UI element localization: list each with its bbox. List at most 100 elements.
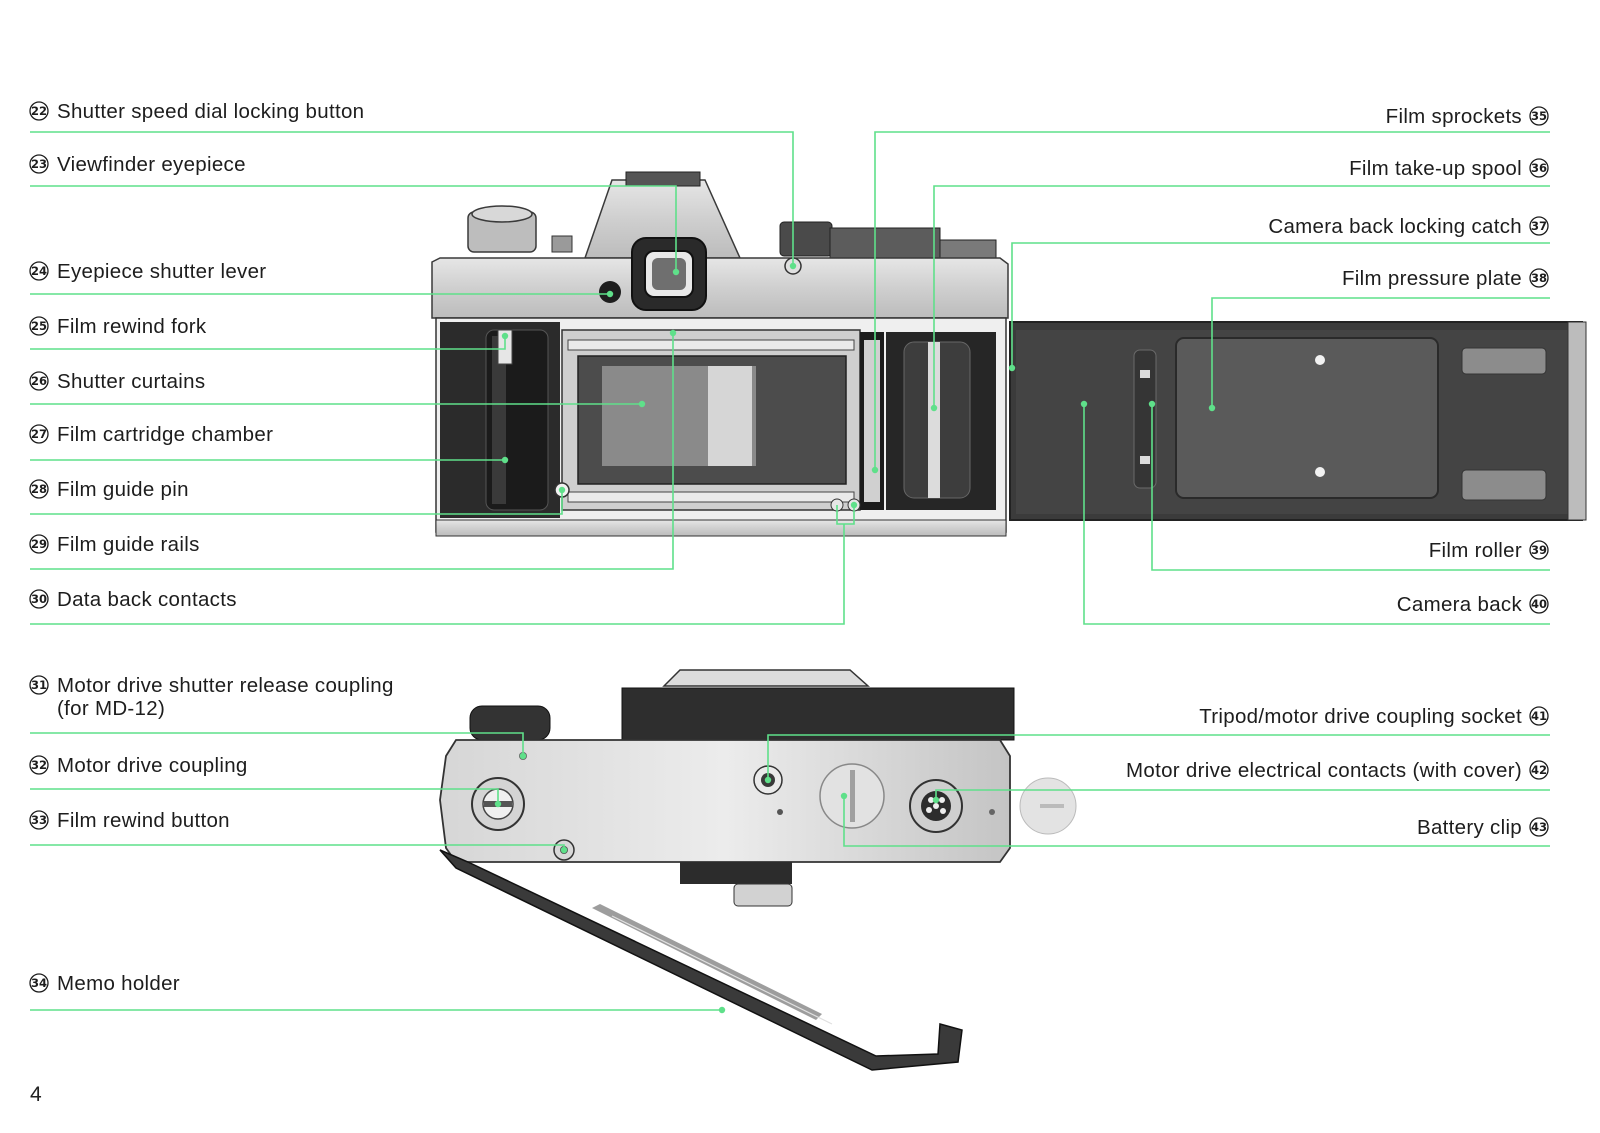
leader-dot-27 xyxy=(501,456,509,464)
camera-rear-view xyxy=(431,171,1009,537)
callout-number-36: 36 xyxy=(1531,161,1547,175)
callout-labels: 22 Shutter speed dial locking button 23 Vie… xyxy=(29,100,1549,995)
callout-number-ring-23 xyxy=(29,154,49,174)
callout-label-34: Memo holder xyxy=(57,972,180,995)
callout-number-41: 41 xyxy=(1531,709,1547,723)
leader-dot-32 xyxy=(494,800,502,808)
callout-label-28: Film guide pin xyxy=(57,478,189,501)
leader-line-37 xyxy=(1011,242,1550,368)
callout-number-ring-29 xyxy=(29,534,49,554)
callout-label-31: Motor drive shutter release coupling xyxy=(57,674,394,697)
leader-dot-34 xyxy=(718,1006,726,1014)
callout-number-35: 35 xyxy=(1531,109,1547,123)
leader-line-42 xyxy=(935,789,1550,800)
leader-line-28 xyxy=(30,490,563,515)
callout-number-ring-25 xyxy=(29,316,49,336)
callout-number-ring-32 xyxy=(29,755,49,775)
callout-label-39: Film roller xyxy=(1429,539,1522,562)
callout-number-ring-39 xyxy=(1529,540,1549,560)
leader-dot-25 xyxy=(501,332,509,340)
callout-number-ring-27 xyxy=(29,424,49,444)
leader-dot-39 xyxy=(1148,400,1156,408)
leader-line-36 xyxy=(933,185,1550,408)
leader-dot-26 xyxy=(638,400,646,408)
leader-dot-37 xyxy=(1008,364,1016,372)
leader-line-39 xyxy=(1151,404,1550,571)
callout-number-28: 28 xyxy=(31,482,47,496)
callout-number-ring-38 xyxy=(1529,268,1549,288)
callout-label-38: Film pressure plate xyxy=(1342,267,1522,290)
callout-number-24: 24 xyxy=(31,264,47,278)
callout-label-29: Film guide rails xyxy=(57,533,200,556)
callout-number-ring-30 xyxy=(29,589,49,609)
callout-number-ring-43 xyxy=(1529,817,1549,837)
callout-label-32: Motor drive coupling xyxy=(57,754,248,777)
callout-number-ring-24 xyxy=(29,261,49,281)
leader-dot-40 xyxy=(1080,400,1088,408)
leader-line-35 xyxy=(874,131,1550,470)
callout-label-41: Tripod/motor drive coupling socket xyxy=(1199,705,1522,728)
callout-label-36: Film take-up spool xyxy=(1349,157,1522,180)
callout-number-30: 30 xyxy=(31,592,47,606)
callout-number-39: 39 xyxy=(1531,543,1547,557)
page-number: 4 xyxy=(30,1083,42,1106)
callout-number-33: 33 xyxy=(31,813,47,827)
leader-dot-24 xyxy=(606,290,614,298)
callout-number-26: 26 xyxy=(31,374,47,388)
callout-label-37: Camera back locking catch xyxy=(1268,215,1522,238)
leader-lines xyxy=(30,131,1550,1014)
callout-label-42: Motor drive electrical contacts (with co… xyxy=(1126,759,1522,782)
leader-line-23 xyxy=(30,185,677,272)
leader-dot-38 xyxy=(1208,404,1216,412)
leader-dot-41 xyxy=(764,776,772,784)
leader-line-29 xyxy=(30,333,674,570)
callout-number-ring-34 xyxy=(29,973,49,993)
callout-label-23: Viewfinder eyepiece xyxy=(57,153,246,176)
callout-number-ring-41 xyxy=(1529,706,1549,726)
leader-dot-30 xyxy=(850,501,858,509)
callout-number-ring-28 xyxy=(29,479,49,499)
leader-line-25 xyxy=(30,336,506,350)
callout-label-35: Film sprockets xyxy=(1386,105,1522,128)
callout-number-ring-42 xyxy=(1529,760,1549,780)
callout-number-31: 31 xyxy=(31,678,47,692)
callout-number-22: 22 xyxy=(31,104,47,118)
callout-label-33: Film rewind button xyxy=(57,809,230,832)
callout-label-43: Battery clip xyxy=(1417,816,1522,839)
callout-label-40: Camera back xyxy=(1397,593,1523,616)
callout-number-29: 29 xyxy=(31,537,47,551)
leader-dot-29 xyxy=(669,329,677,337)
callout-label-31-line2: (for MD-12) xyxy=(57,697,165,720)
callout-number-32: 32 xyxy=(31,758,47,772)
callout-label-26: Shutter curtains xyxy=(57,370,205,393)
callout-number-ring-35 xyxy=(1529,106,1549,126)
callout-number-43: 43 xyxy=(1531,820,1547,834)
callout-number-40: 40 xyxy=(1531,597,1547,611)
callout-number-ring-22 xyxy=(29,101,49,121)
callout-label-22: Shutter speed dial locking button xyxy=(57,100,364,123)
leader-line-32 xyxy=(30,788,499,804)
leader-dot-43 xyxy=(840,792,848,800)
callout-number-ring-31 xyxy=(29,675,49,695)
callout-label-24: Eyepiece shutter lever xyxy=(57,260,266,283)
leader-line-41 xyxy=(767,734,1550,780)
leader-dot-36 xyxy=(930,404,938,412)
leader-line-31 xyxy=(30,732,524,756)
callout-number-37: 37 xyxy=(1531,219,1547,233)
callout-number-27: 27 xyxy=(31,427,47,441)
leader-line-43 xyxy=(843,796,1550,847)
leader-line-40 xyxy=(1083,404,1550,625)
callout-label-30: Data back contacts xyxy=(57,588,237,611)
callout-number-38: 38 xyxy=(1531,271,1547,285)
leader-line-22 xyxy=(30,131,794,266)
leader-line-38 xyxy=(1211,297,1550,408)
camera-back-door xyxy=(1009,321,1587,521)
callout-number-23: 23 xyxy=(31,157,47,171)
leader-dot-31 xyxy=(519,752,527,760)
callout-number-42: 42 xyxy=(1531,763,1547,777)
callout-number-25: 25 xyxy=(31,319,47,333)
leader-dot-28 xyxy=(558,486,566,494)
callout-number-ring-33 xyxy=(29,810,49,830)
leader-dot-42 xyxy=(932,796,940,804)
